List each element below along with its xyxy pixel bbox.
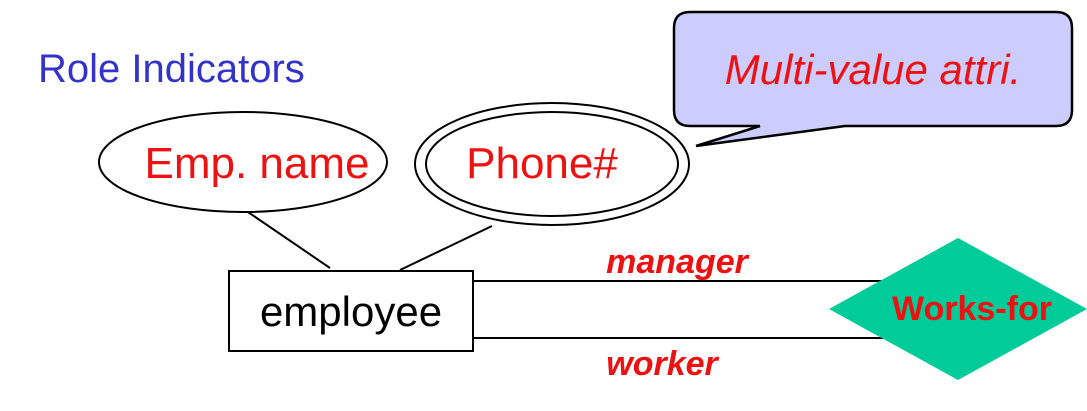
entity-employee: employee: [228, 270, 474, 352]
works-for-diamond: [829, 238, 1087, 380]
works-for-label: Works-for: [892, 290, 1052, 328]
employee-box: [228, 270, 474, 352]
emp-name-connector: [244, 209, 331, 269]
emp-name-label: Emp. name: [145, 139, 370, 188]
callout-label: Multi-value attri.: [725, 46, 1021, 93]
phone-connector: [399, 225, 493, 271]
emp-name-ellipse: [98, 111, 388, 213]
employee-label: employee: [260, 288, 442, 335]
callout-bubble: [672, 10, 1074, 148]
page-title: Role Indicators: [38, 47, 305, 91]
phone-label: Phone#: [466, 139, 618, 188]
worker-role-label: worker: [606, 345, 719, 383]
attribute-emp-name: Emp. name: [98, 111, 388, 213]
attribute-phone: Phone#: [414, 102, 690, 226]
manager-role-label: manager: [606, 243, 749, 281]
multi-value-callout: Multi-value attri.: [672, 10, 1074, 148]
relationship-works-for: Works-for: [829, 238, 1087, 380]
phone-inner-ellipse: [425, 111, 679, 217]
